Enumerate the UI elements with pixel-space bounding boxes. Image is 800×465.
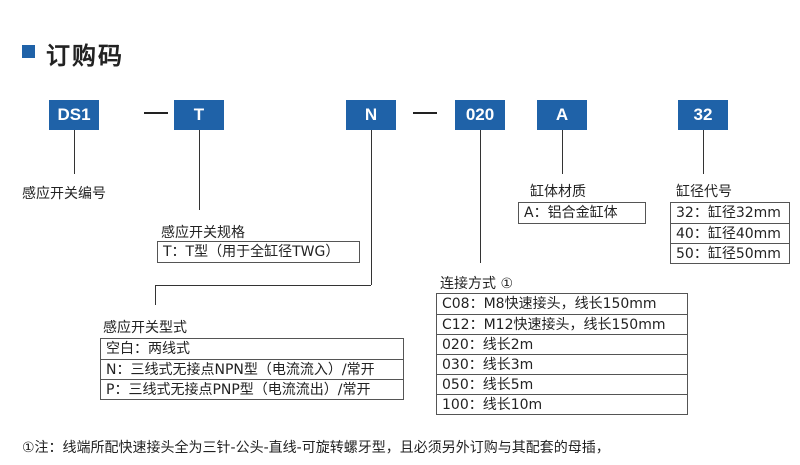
bore-row: 40：缸径40mm	[671, 223, 789, 243]
spec-label: 感应开关规格	[161, 225, 245, 241]
title-marker	[22, 45, 35, 58]
connector-line	[199, 130, 200, 210]
code-box-material: A	[537, 100, 587, 130]
connection-row: 020：线长2m	[437, 334, 687, 354]
footnote: ①注：线端所配快速接头全为三针-公头-直线-可旋转螺牙型，且必须另外订购与其配套…	[22, 440, 610, 456]
mode-table: 空白：两线式 N：三线式无接点NPN型（电流流入）/常开 P：三线式无接点PNP…	[100, 338, 404, 400]
connector-line	[562, 130, 563, 174]
connection-row: C12：M12快速接头，线长150mm	[437, 314, 687, 334]
bore-row: 32：缸径32mm	[676, 205, 781, 221]
bore-table: 32：缸径32mm 40：缸径40mm 50：缸径50mm	[670, 202, 790, 264]
connector-line	[480, 130, 481, 263]
connector-line	[371, 130, 372, 285]
connection-row: C08：M8快速接头，线长150mm	[442, 296, 657, 312]
connector-line	[155, 285, 156, 305]
material-table: A：铝合金缸体	[518, 202, 646, 224]
material-label: 缸体材质	[530, 184, 586, 200]
connector-line	[74, 130, 75, 174]
code-box-mode: N	[346, 100, 396, 130]
code-box-bore: 32	[678, 100, 728, 130]
connector-line	[703, 130, 704, 174]
code-box-series: DS1	[49, 100, 99, 130]
connection-row: 030：线长3m	[437, 354, 687, 374]
connection-label: 连接方式 ①	[440, 276, 514, 292]
spec-table: T：T型（用于全缸径TWG）	[157, 241, 360, 263]
connector-line	[155, 285, 371, 286]
material-row: A：铝合金缸体	[524, 205, 618, 221]
code-box-spec: T	[174, 100, 224, 130]
mode-row: P：三线式无接点PNP型（电流流出）/常开	[101, 379, 403, 399]
connection-row: 100：线长10m	[437, 394, 687, 414]
sensor-label: 感应开关编号	[22, 186, 106, 202]
spec-row: T：T型（用于全缸径TWG）	[163, 244, 340, 260]
connection-table: C08：M8快速接头，线长150mm C12：M12快速接头，线长150mm 0…	[436, 293, 688, 415]
connection-row: 050：线长5m	[437, 374, 687, 394]
page-title: 订购码	[46, 42, 124, 70]
code-separator	[144, 112, 168, 114]
mode-label: 感应开关型式	[103, 320, 187, 336]
mode-row: 空白：两线式	[106, 341, 190, 357]
mode-row: N：三线式无接点NPN型（电流流入）/常开	[101, 359, 403, 379]
code-separator	[413, 112, 437, 114]
bore-label: 缸径代号	[676, 184, 732, 200]
bore-row: 50：缸径50mm	[671, 243, 789, 263]
code-box-connection: 020	[455, 100, 505, 130]
